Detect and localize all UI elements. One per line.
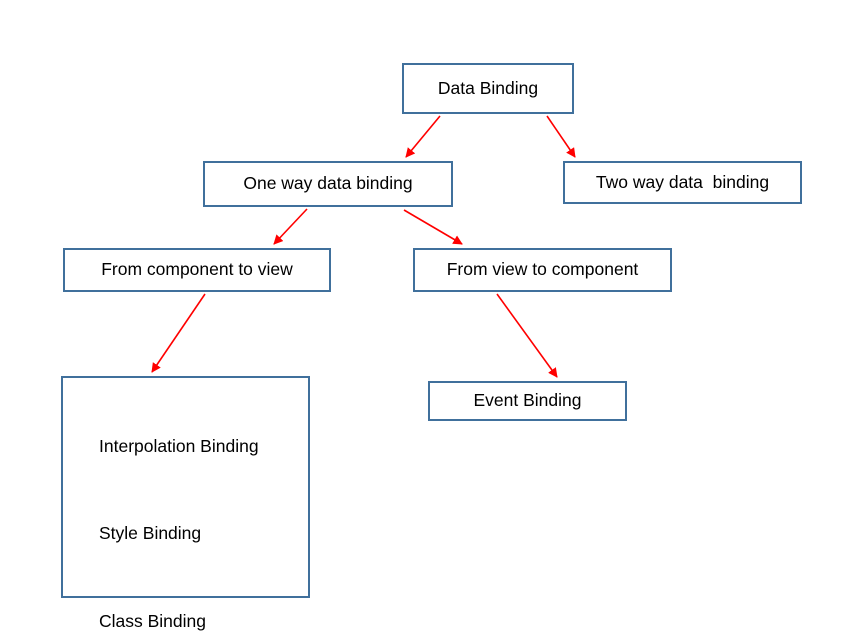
node-data-binding[interactable]: Data Binding — [402, 63, 574, 114]
node-binding-types-list[interactable]: Interpolation Binding Style Binding Clas… — [61, 376, 310, 631]
edge-view-to-component-to-event-binding — [496, 293, 558, 378]
node-one-way-data-binding[interactable]: One way data binding — [203, 161, 453, 207]
edge-root-to-one-way — [405, 115, 441, 158]
node-from-view-to-component[interactable]: From view to component — [413, 248, 672, 292]
list-item: Class Binding — [99, 611, 206, 631]
node-two-way-data-binding[interactable]: Two way data binding — [563, 161, 802, 204]
list-item: Interpolation Binding — [99, 435, 259, 456]
edge-one-way-to-component-to-view — [273, 208, 308, 245]
edge-component-to-view-to-binding-list — [151, 293, 206, 373]
node-event-binding[interactable]: Event Binding — [428, 381, 627, 421]
edge-one-way-to-view-to-component — [403, 209, 463, 245]
edge-root-to-two-way — [546, 115, 576, 158]
node-from-component-to-view[interactable]: From component to view — [63, 248, 331, 292]
list-item: Style Binding — [99, 523, 202, 544]
